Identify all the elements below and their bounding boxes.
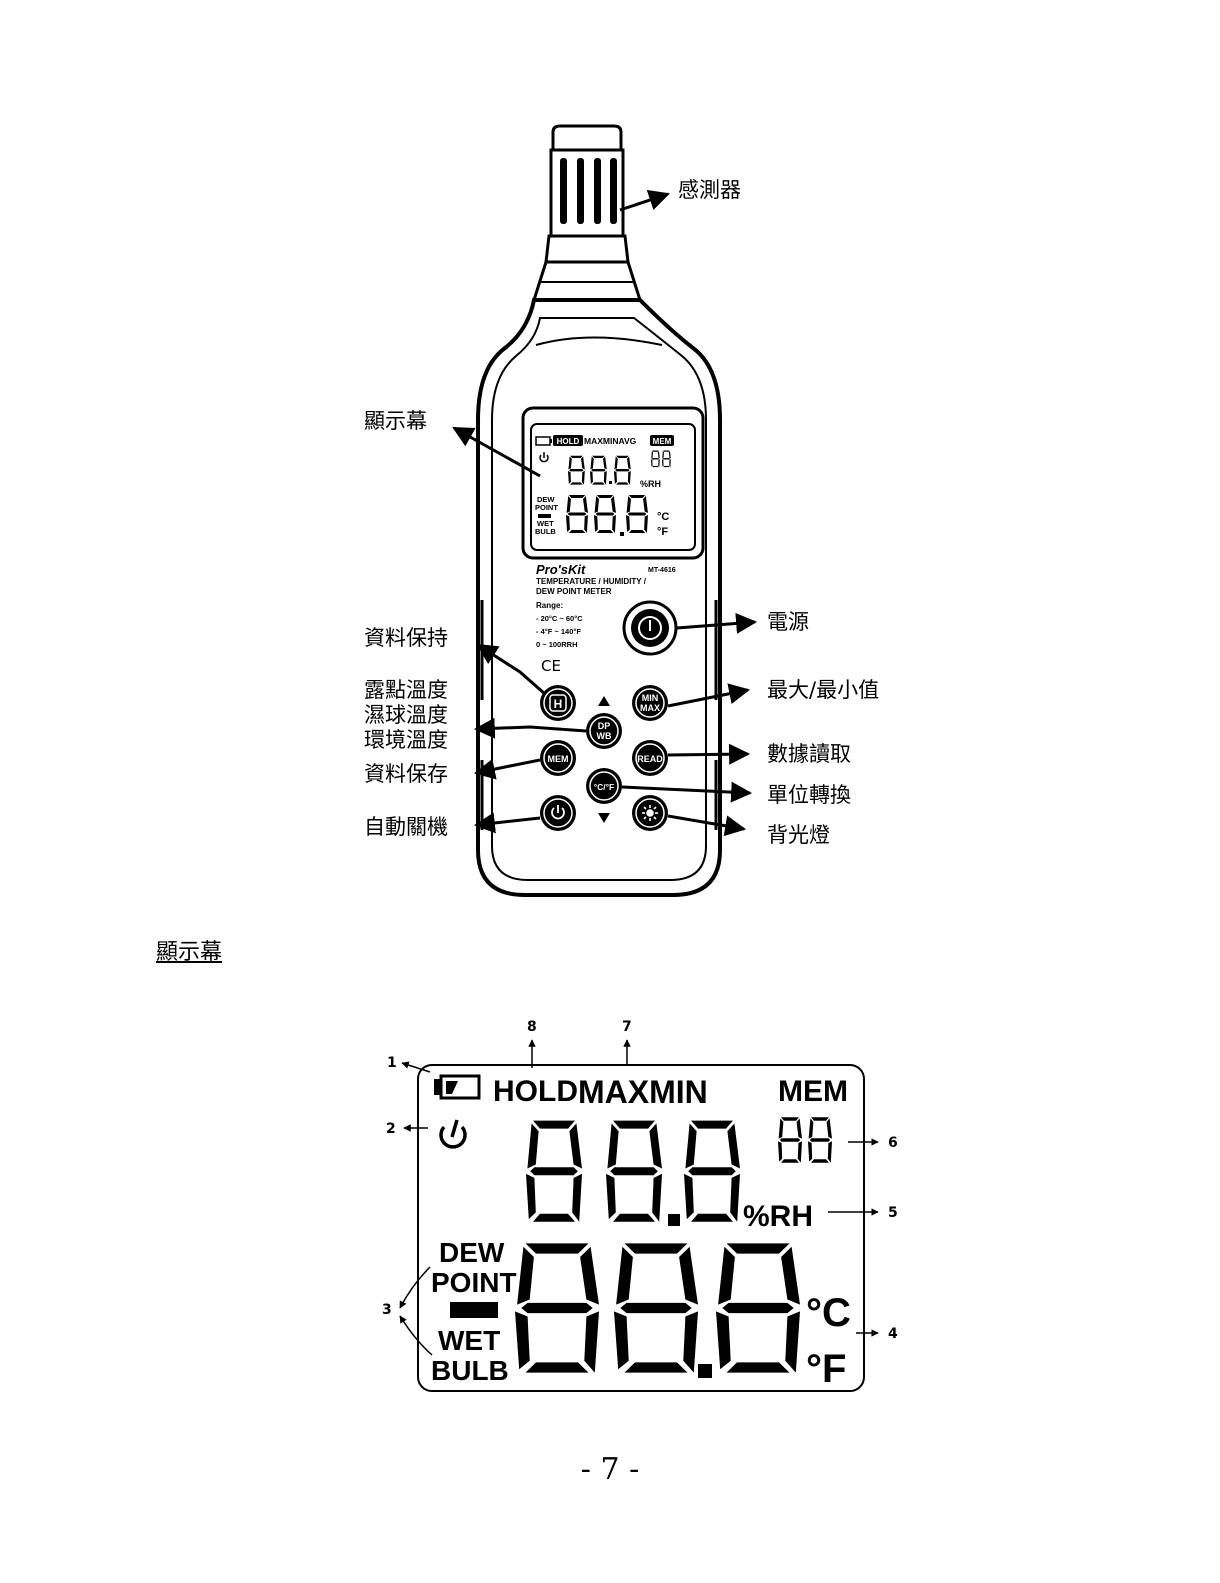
display-rh: %RH: [743, 1200, 813, 1233]
mem-button-label: MEM: [548, 754, 569, 764]
device-name-line1: TEMPERATURE / HUMIDITY /: [536, 577, 647, 586]
range-line-2: - 4°F ~ 140°F: [536, 627, 581, 636]
section-title: 顯示幕: [156, 940, 223, 965]
device-name-line2: DEW POINT METER: [536, 587, 612, 596]
backlight-button[interactable]: [632, 795, 668, 831]
number-3: 3: [382, 1302, 392, 1318]
range-title: Range:: [536, 601, 563, 610]
callout-auto-power-off: 自動關機: [364, 815, 448, 839]
lcd-upper-digits: [568, 455, 631, 485]
meter-body-outer: [476, 298, 722, 897]
lcd-unit-c: °C: [657, 511, 669, 523]
lcd-unit-f: °F: [657, 526, 668, 538]
backlight-icon: [642, 805, 658, 821]
minmax-label-top: MIN: [642, 693, 659, 703]
hold-button-label: H: [554, 697, 563, 711]
display-bulb: BULB: [431, 1355, 509, 1386]
callout-max-min: 最大/最小值: [767, 678, 879, 702]
lcd-dew: DEW: [537, 495, 555, 504]
callout-dew-point-temp: 露點溫度: [364, 678, 448, 702]
dpwb-button[interactable]: DP WB: [586, 713, 622, 749]
hold-button[interactable]: H: [540, 685, 576, 721]
read-button-label: READ: [637, 754, 663, 764]
lcd-wet: WET: [537, 519, 554, 528]
display-wet: WET: [438, 1325, 500, 1356]
display-dew: DEW: [439, 1237, 505, 1268]
lcd-bulb: BULB: [535, 527, 556, 536]
lcd-rh: %RH: [640, 479, 661, 489]
callout-data-hold: 資料保持: [364, 626, 448, 650]
read-button[interactable]: READ: [632, 740, 668, 776]
number-6: 6: [888, 1135, 898, 1151]
minmax-label-bottom: MAX: [640, 703, 660, 713]
ce-mark: CE: [541, 657, 561, 675]
brand-logo: Pro'sKit: [536, 562, 586, 577]
auto-power-off-icon: [439, 1119, 467, 1149]
page-number: - 7 -: [580, 1452, 640, 1487]
meter-body-inner: [491, 317, 707, 881]
model-number: MT-4616: [648, 567, 676, 574]
battery-icon: [434, 1074, 481, 1100]
number-7: 7: [622, 1019, 632, 1035]
range-line-3: 0 ~ 100RRH: [536, 640, 577, 649]
lcd-power-icon: [539, 452, 549, 463]
display-unit-f: °F: [806, 1347, 846, 1391]
display-point: POINT: [431, 1267, 517, 1298]
callout-arrows: [452, 190, 758, 837]
display-unit-c: °C: [806, 1291, 851, 1335]
power-button[interactable]: [622, 600, 678, 656]
callout-backlight: 背光燈: [767, 823, 830, 847]
callout-power: 電源: [767, 610, 809, 634]
display-upper-digits: [526, 1120, 740, 1226]
dpwb-label-bottom: WB: [597, 731, 612, 741]
lcd-hold: HOLD: [557, 437, 580, 446]
display-maxmin: MAXMIN: [578, 1074, 708, 1110]
callout-data-read: 數據讀取: [767, 742, 851, 766]
display-mem: MEM: [778, 1075, 848, 1108]
callout-display: 顯示幕: [364, 409, 427, 433]
lcd-mem: MEM: [653, 437, 672, 446]
up-arrow-icon: [598, 696, 610, 706]
number-8: 8: [527, 1019, 537, 1035]
number-2: 2: [386, 1121, 396, 1137]
meter-illustration: HOLD MAXMINAVG MEM %RH DEW POINT: [476, 124, 722, 897]
battery-icon: [535, 436, 551, 446]
minmax-button[interactable]: MIN MAX: [632, 685, 668, 721]
range-line-1: - 20°C ~ 60°C: [536, 614, 583, 623]
display-lower-digits: [515, 1243, 800, 1378]
number-4: 4: [888, 1326, 898, 1342]
unit-button-label: °C/°F: [594, 782, 615, 792]
dpwb-label-top: DP: [598, 721, 611, 731]
auto-off-button[interactable]: [540, 795, 576, 831]
lcd-lower-digits: [566, 495, 648, 536]
display-hold: HOLD: [493, 1075, 578, 1108]
meter-lcd: HOLD MAXMINAVG MEM %RH DEW POINT: [521, 406, 705, 560]
number-arrows: [399, 1039, 879, 1356]
mem-button[interactable]: MEM: [540, 740, 576, 776]
callout-data-save: 資料保存: [364, 762, 448, 786]
lcd-maxminavg: MAXMINAVG: [584, 436, 637, 446]
number-1: 1: [387, 1055, 397, 1071]
callout-sensor: 感測器: [678, 178, 741, 202]
number-5: 5: [888, 1205, 898, 1221]
display-detail: HOLD MAXMIN MEM %RH DEW POINT WET BULB: [417, 1064, 865, 1392]
lcd-point: POINT: [535, 503, 558, 512]
sensor-probe: [531, 124, 643, 302]
callout-unit-switch: 單位轉換: [767, 783, 851, 807]
callout-ambient-temp: 環境溫度: [364, 728, 448, 752]
down-arrow-icon: [598, 813, 610, 823]
unit-button[interactable]: °C/°F: [586, 768, 622, 804]
callout-wet-bulb-temp: 濕球溫度: [364, 703, 448, 727]
